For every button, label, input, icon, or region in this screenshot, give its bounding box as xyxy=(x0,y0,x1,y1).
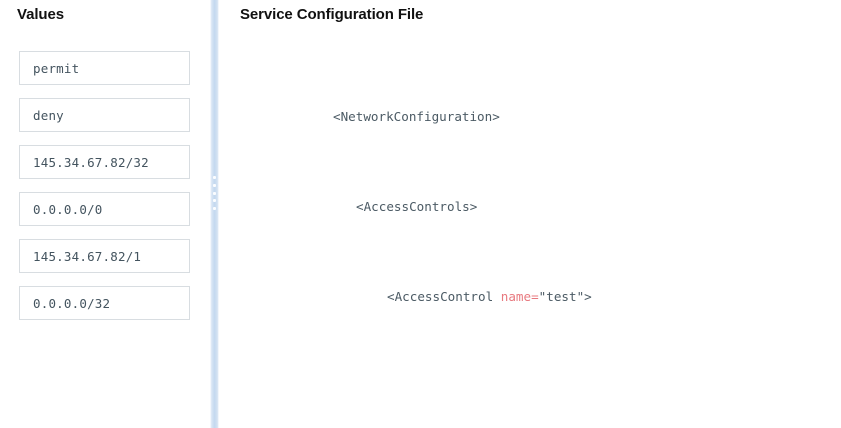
value-chip[interactable]: permit xyxy=(19,51,190,85)
values-panel: Values permit deny 145.34.67.82/32 0.0.0… xyxy=(0,0,210,428)
xml-tag: <NetworkConfiguration> xyxy=(333,109,500,124)
xml-tag: <AccessControls> xyxy=(356,199,478,214)
xml-line: <AccessControls> xyxy=(219,198,841,216)
xml-panel-title: Service Configuration File xyxy=(240,6,424,23)
panel-splitter[interactable] xyxy=(210,0,219,428)
value-chip[interactable]: 0.0.0.0/32 xyxy=(19,286,190,320)
xml-tag: <AccessControl xyxy=(387,289,501,304)
xml-attribute-value: "test"> xyxy=(538,289,592,304)
value-chip[interactable]: 145.34.67.82/32 xyxy=(19,145,190,179)
value-chip[interactable]: deny xyxy=(19,98,190,132)
xml-code-block: <NetworkConfiguration> <AccessControls> … xyxy=(219,36,841,428)
value-chip[interactable]: 145.34.67.82/1 xyxy=(19,239,190,273)
vertical-grip-icon[interactable] xyxy=(213,176,216,210)
value-chip[interactable]: 0.0.0.0/0 xyxy=(19,192,190,226)
xml-line: <NetworkConfiguration> xyxy=(219,108,841,126)
values-list: permit deny 145.34.67.82/32 0.0.0.0/0 14… xyxy=(19,51,190,333)
xml-attribute-name: name= xyxy=(500,289,539,304)
service-configuration-panel: Service Configuration File <NetworkConfi… xyxy=(219,0,841,428)
values-panel-title: Values xyxy=(17,6,64,23)
xml-line: <AccessControl name="test"> xyxy=(219,288,841,306)
